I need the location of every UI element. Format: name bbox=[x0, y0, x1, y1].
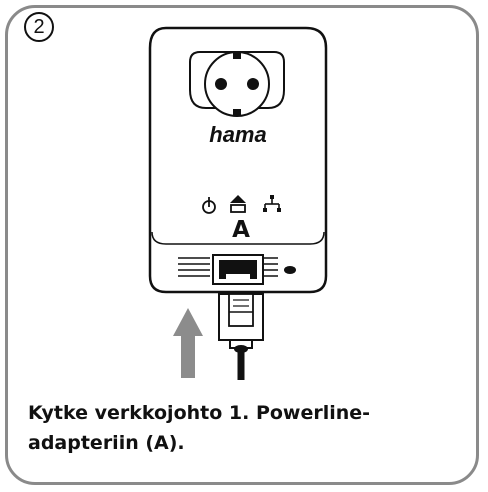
reset-button bbox=[284, 266, 296, 274]
ethernet-network-icon bbox=[263, 195, 281, 212]
ethernet-port bbox=[212, 254, 264, 285]
brand-logo: hama bbox=[209, 122, 266, 147]
power-icon bbox=[202, 197, 216, 214]
port-label: A bbox=[232, 217, 250, 243]
vent-slots-right bbox=[264, 257, 278, 277]
insert-direction-arrow-icon bbox=[173, 308, 203, 378]
socket-pin-hole-left bbox=[215, 78, 227, 90]
socket-outlet bbox=[189, 51, 285, 117]
instruction-caption: Kytke verkkojohto 1. Powerline- adapteri… bbox=[28, 398, 458, 458]
step-number-badge: 2 bbox=[24, 12, 54, 42]
step-number: 2 bbox=[33, 16, 45, 38]
socket-pin-hole-right bbox=[247, 78, 259, 90]
adapter-lower-section bbox=[151, 231, 325, 245]
caption-line-2: adapteriin (A). bbox=[28, 432, 185, 454]
vent-slots-left bbox=[178, 257, 210, 277]
caption-line-1: Kytke verkkojohto 1. Powerline- bbox=[28, 402, 371, 424]
network-cable-plug bbox=[218, 293, 264, 353]
powerline-home-icon bbox=[230, 195, 246, 213]
powerline-adapter: hama A bbox=[148, 26, 328, 294]
